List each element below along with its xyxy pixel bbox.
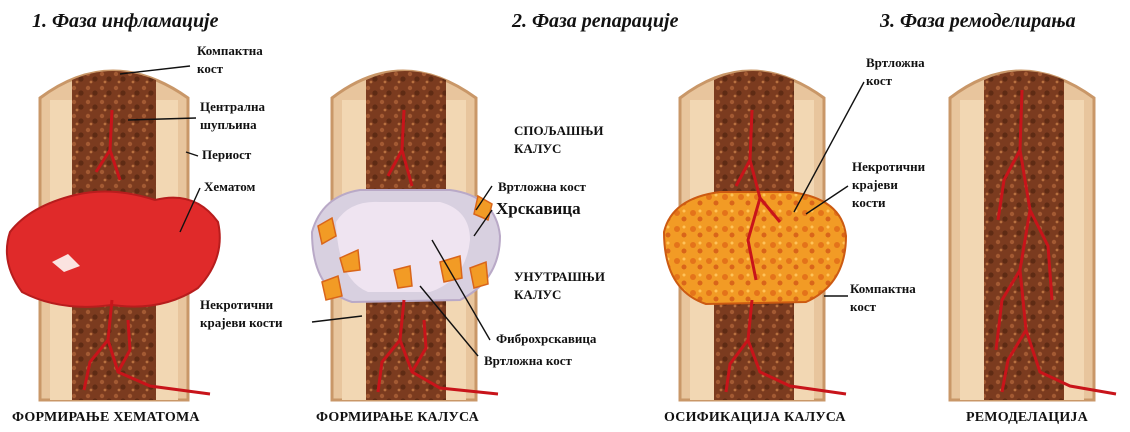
label-cartilage: Хрскавица — [496, 198, 581, 220]
label-spongy-bone-2: Вртложна кост — [484, 352, 572, 370]
caption-callus-ossification: ОСИФИКАЦИЈА КАЛУСА — [664, 410, 846, 426]
hematoma — [7, 191, 220, 306]
label-fibrocartilage: Фиброхрскавица — [496, 330, 596, 348]
label-spongy-bone-1: Вртложна кост — [498, 178, 586, 196]
label-hematoma: Хематом — [204, 178, 255, 196]
bone-4 — [950, 71, 1116, 400]
phase-3-title: 3. Фаза ремоделирања — [880, 10, 1076, 33]
label-periosteum: Периост — [202, 146, 251, 164]
bone-1 — [7, 71, 220, 400]
caption-callus-formation: ФОРМИРАЊЕ КАЛУСА — [316, 410, 479, 426]
bone-3 — [664, 71, 846, 400]
bony-callus — [664, 192, 846, 304]
bone-2 — [312, 71, 500, 400]
caption-remodeling: РЕМОДЕЛАЦИЈА — [966, 410, 1088, 426]
caption-hematoma-formation: ФОРМИРАЊЕ ХЕМАТОМА — [12, 410, 200, 426]
phase-2-title: 2. Фаза репарације — [512, 10, 678, 33]
phase-1-title: 1. Фаза инфламације — [32, 10, 219, 33]
